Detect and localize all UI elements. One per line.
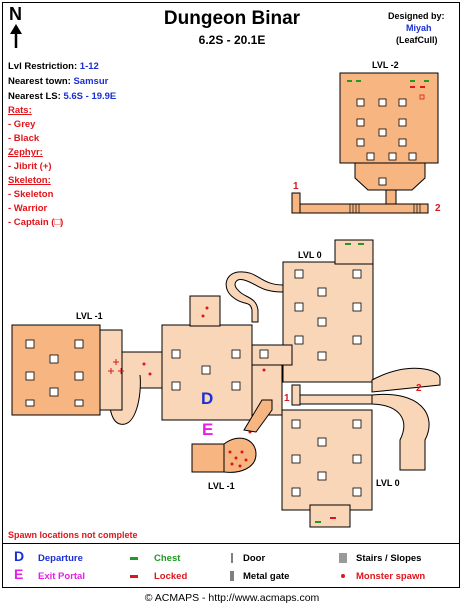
legend-exit-glyph: E — [14, 566, 24, 582]
connection-marker-1: 1 — [284, 393, 290, 404]
monster-spawn-icon — [341, 574, 345, 578]
monster-group-rats: Rats: — [8, 105, 32, 116]
nearest-lifestone: Nearest LS: 5.6S - 19.9E — [8, 91, 117, 102]
level-0-bottom-pillars — [291, 419, 362, 497]
nearest-town: Nearest town: Samsur — [8, 76, 109, 87]
legend-door: Door — [243, 553, 266, 564]
legend-locked: Locked — [154, 571, 188, 582]
compass-arrow-icon — [10, 24, 22, 48]
monster-item: - Warrior — [8, 203, 48, 214]
locked-icon — [130, 575, 138, 578]
level-restriction: Lvl Restriction: 1-12 — [8, 61, 99, 72]
spawn-note: Spawn locations not complete — [8, 530, 138, 540]
connection-marker-2: 2 — [435, 203, 441, 214]
connection-marker-2: 2 — [416, 383, 422, 394]
metal-gate-icon — [230, 571, 234, 581]
legend-chest: Chest — [154, 553, 181, 564]
central-spawns — [142, 306, 266, 434]
jibrit-spawns — [108, 359, 124, 374]
level-minus1-left-pillars — [25, 339, 84, 407]
level-minus2-locked — [410, 86, 425, 88]
level-0-top-area — [225, 239, 374, 383]
monster-item: - Skeleton — [8, 189, 54, 200]
level-minus2-pillars — [356, 98, 417, 186]
chest-icon — [130, 557, 138, 560]
departure-marker: D — [201, 389, 214, 408]
legend-metal-gate: Metal gate — [243, 571, 290, 582]
monster-item: - Grey — [8, 119, 36, 130]
legend-monster-spawn: Monster spawn — [356, 571, 426, 582]
monster-item: - Jibrit (+) — [8, 161, 52, 172]
level-0-bottom-chests — [315, 521, 321, 523]
legend-exit-portal: Exit Portal — [38, 571, 85, 582]
compass-north-label: N — [9, 4, 22, 24]
level-minus2-corridor — [299, 203, 429, 214]
bottom-spawns — [228, 450, 248, 468]
level-label: LVL -2 — [372, 60, 399, 70]
monster-group-zephyr: Zephyr: — [8, 147, 43, 158]
level-0-top-pillars — [294, 269, 362, 361]
captain-spawn-icon — [419, 94, 425, 100]
level-label: LVL 0 — [376, 478, 400, 488]
designer-handle: (LeafCull) — [396, 35, 438, 45]
legend-departure-glyph: D — [14, 548, 25, 564]
connection-marker-1: 1 — [293, 181, 299, 192]
map-coordinates: 6.2S - 20.1E — [198, 33, 266, 47]
legend-divider — [2, 543, 460, 544]
stairs-icon — [339, 553, 347, 563]
designer-name: Miyah — [406, 23, 432, 33]
level-0-top-chests — [345, 243, 364, 245]
central-pillars — [171, 349, 269, 391]
level-label: LVL -1 — [208, 481, 235, 491]
designer-label: Designed by: — [388, 11, 445, 21]
level-minus1-left-area — [11, 324, 101, 416]
copyright-footer: © ACMAPS - http://www.acmaps.com — [144, 592, 320, 604]
monster-item: - Captain (□) — [8, 217, 64, 228]
level-label: LVL 0 — [298, 250, 322, 260]
level-0-bottom-locked — [330, 517, 336, 519]
level-minus2-area — [339, 72, 439, 206]
level-label: LVL -1 — [76, 311, 103, 321]
legend-departure: Departure — [38, 553, 83, 564]
map-title: Dungeon Binar — [163, 8, 301, 29]
monster-group-skeleton: Skeleton: — [8, 175, 51, 186]
level-minus2-chests — [347, 80, 429, 82]
map-frame — [2, 2, 460, 588]
exit-portal-marker: E — [202, 420, 214, 439]
monster-item: - Black — [8, 133, 40, 144]
legend-stairs: Stairs / Slopes — [356, 553, 422, 564]
